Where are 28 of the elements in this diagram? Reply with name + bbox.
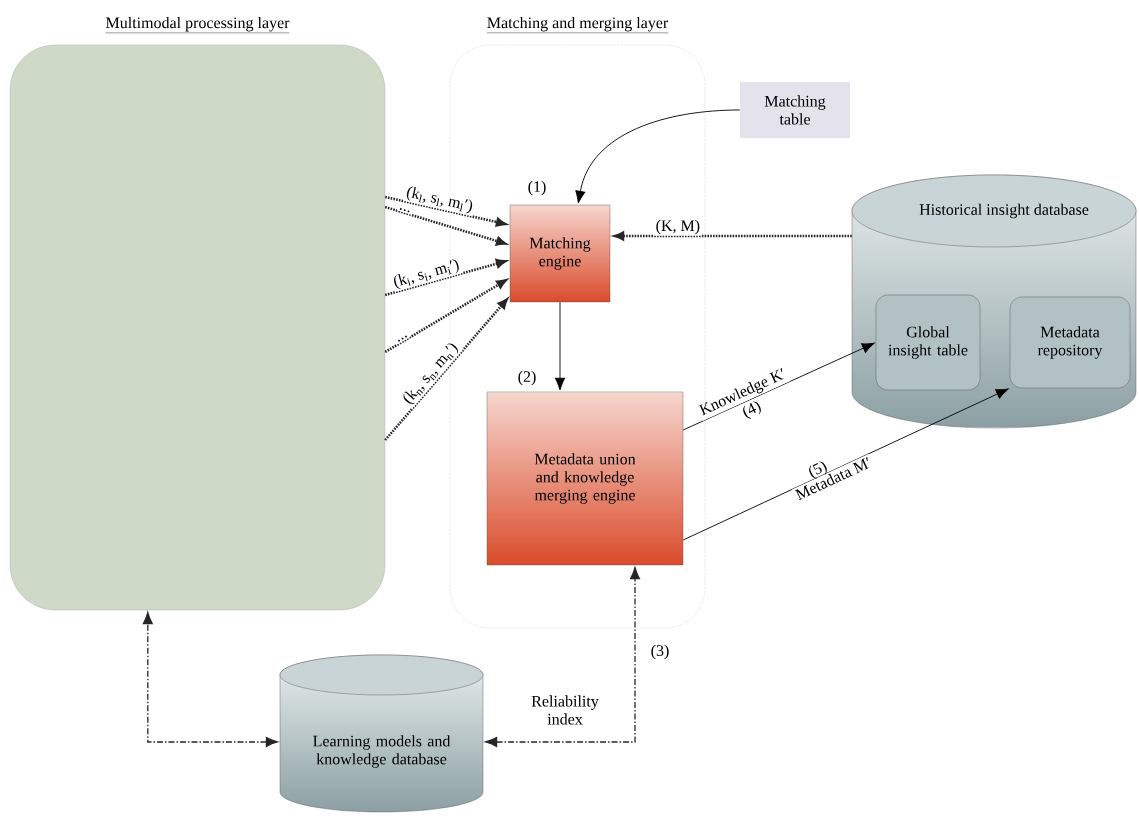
arrow (384, 195, 507, 227)
layer-panel: Multimodal processing layer (9, 16, 386, 611)
edge-label: ... (396, 205, 413, 215)
table-box: Matching table (740, 82, 850, 138)
step-number: (3) (651, 644, 669, 660)
arrow (384, 279, 507, 354)
edge-label: ... (394, 332, 411, 345)
arrow (554, 301, 566, 391)
arrow (384, 259, 507, 297)
repository-box: Metadata repository (1009, 296, 1131, 389)
arrow (384, 205, 507, 246)
node-label: Multimodal processing layer (105, 16, 290, 32)
arrow (384, 298, 508, 441)
edge-label: (K, M) (654, 218, 702, 236)
engine-box: Matching engine (1) (509, 180, 611, 303)
table-box: Global insight table (875, 294, 981, 391)
arrow (682, 388, 1009, 541)
arrow (485, 567, 640, 747)
arrow (142, 612, 278, 747)
arrow (682, 342, 875, 431)
node-label: Matching and merging layer (487, 16, 669, 32)
edge-label: Reliability index (524, 694, 606, 726)
node-label: (2) (518, 370, 536, 386)
arrow (575, 109, 741, 204)
database-cylinder: Learning models and knowledge database (279, 654, 484, 813)
node-label: (1) (528, 180, 546, 196)
edge-label: (k$_{i}$, s$_{i}$, m$_{i}$′) (390, 256, 463, 293)
engine-box: Metadata union and knowledge merging engine (2) (486, 370, 684, 566)
